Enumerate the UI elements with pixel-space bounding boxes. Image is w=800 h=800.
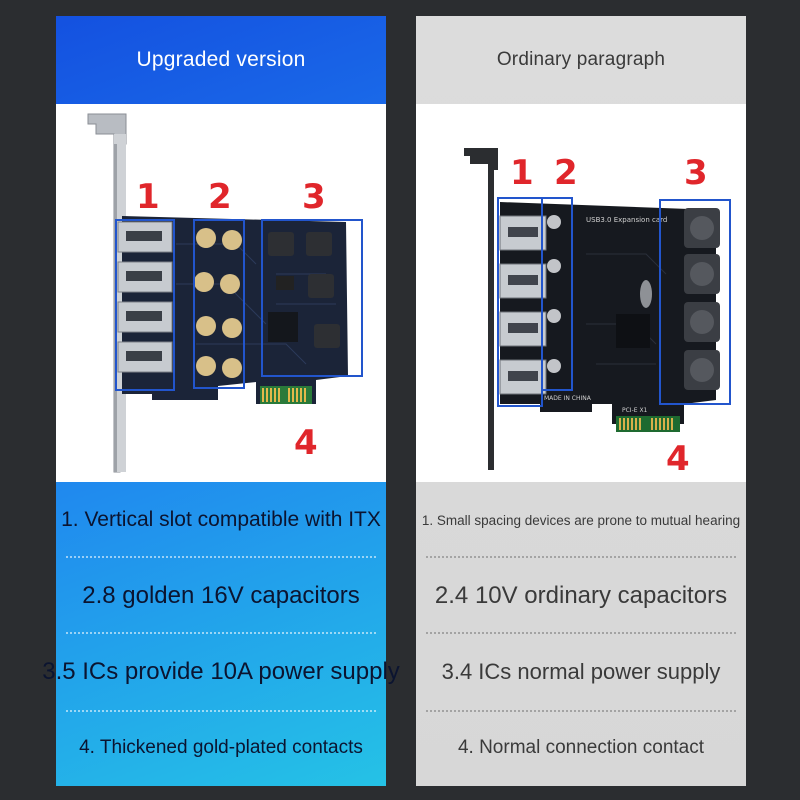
ordinary-capacitors-graphic [547,215,561,373]
ordinary-feature-4-text: 4. Normal connection contact [457,737,705,758]
ordinary-card-photo: USB3.0 Expansion card MADE IN CHINA PCI-… [416,104,746,482]
upgraded-callout-4: 4 [294,423,318,463]
ordinary-feature-2: 2.4 10V ordinary capacitors [416,558,746,634]
gold-contacts-graphic [260,386,312,404]
ordinary-feature-3-text: 3.4 ICs normal power supply [441,659,721,684]
ordinary-feature-1-text: 1. Small spacing devices are prone to mu… [421,512,741,528]
upgraded-feature-3: 3.5 ICs provide 10A power supply [42,634,400,710]
upgraded-title: Upgraded version [136,48,306,71]
upgraded-card-illustration: 1 2 3 4 [87,113,363,473]
upgraded-feature-2: 2.8 golden 16V capacitors [56,558,386,634]
ordinary-version-panel: Ordinary paragraph USB3.0 Expansion card… [416,16,746,786]
ordinary-title: Ordinary paragraph [496,49,666,70]
upgraded-highlight-boxes [115,219,363,391]
upgraded-callout-2: 2 [208,177,232,217]
upgraded-feature-1: 1. Vertical slot compatible with ITX [56,482,386,558]
upgraded-feature-1-text: 1. Vertical slot compatible with ITX [61,508,381,531]
board-model-label: USB3.0 Expansion card [586,216,667,224]
board-origin-label: MADE IN CHINA [544,395,592,402]
ordinary-callout-4: 4 [666,439,690,479]
pcb-board-graphic: USB3.0 Expansion card MADE IN CHINA PCI-… [500,202,720,432]
upgraded-feature-4: 4. Thickened gold-plated contacts [56,710,386,786]
divider [66,556,376,558]
divider [66,632,376,634]
upgraded-callout-3: 3 [302,177,326,217]
upgraded-card-photo: 1 2 3 4 [56,104,386,482]
ordinary-card-illustration: USB3.0 Expansion card MADE IN CHINA PCI-… [464,148,731,479]
divider [426,710,736,712]
gold-capacitors-graphic [194,228,242,378]
usb-ports-graphic [117,221,173,373]
ordinary-feature-3: 3.4 ICs normal power supply [416,634,746,710]
board-slot-label: PCI-E X1 [622,407,648,414]
ordinary-feature-4: 4. Normal connection contact [416,710,746,786]
usb-ports-graphic [499,215,547,395]
ordinary-inductors-graphic [684,208,720,390]
ordinary-highlight-boxes [497,197,731,407]
upgraded-version-panel: Upgraded version [42,16,400,786]
upgraded-feature-4-text: 4. Thickened gold-plated contacts [79,737,363,758]
ordinary-callout-2: 2 [554,153,578,193]
gold-contacts-graphic [616,416,680,432]
ordinary-callout-3: 3 [684,153,708,193]
bracket-graphic [464,148,498,470]
upgraded-callout-1: 1 [136,177,160,217]
divider [66,710,376,712]
ordinary-callout-1: 1 [510,153,534,193]
upgraded-feature-2-text: 2.8 golden 16V capacitors [82,582,360,609]
ordinary-feature-2-text: 2.4 10V ordinary capacitors [434,582,728,609]
ordinary-feature-1: 1. Small spacing devices are prone to mu… [416,482,746,558]
pcb-board-graphic [122,216,348,404]
bracket-graphic [87,113,127,473]
divider [426,632,736,634]
upgraded-feature-3-text: 3.5 ICs provide 10A power supply [42,658,400,685]
divider [426,556,736,558]
